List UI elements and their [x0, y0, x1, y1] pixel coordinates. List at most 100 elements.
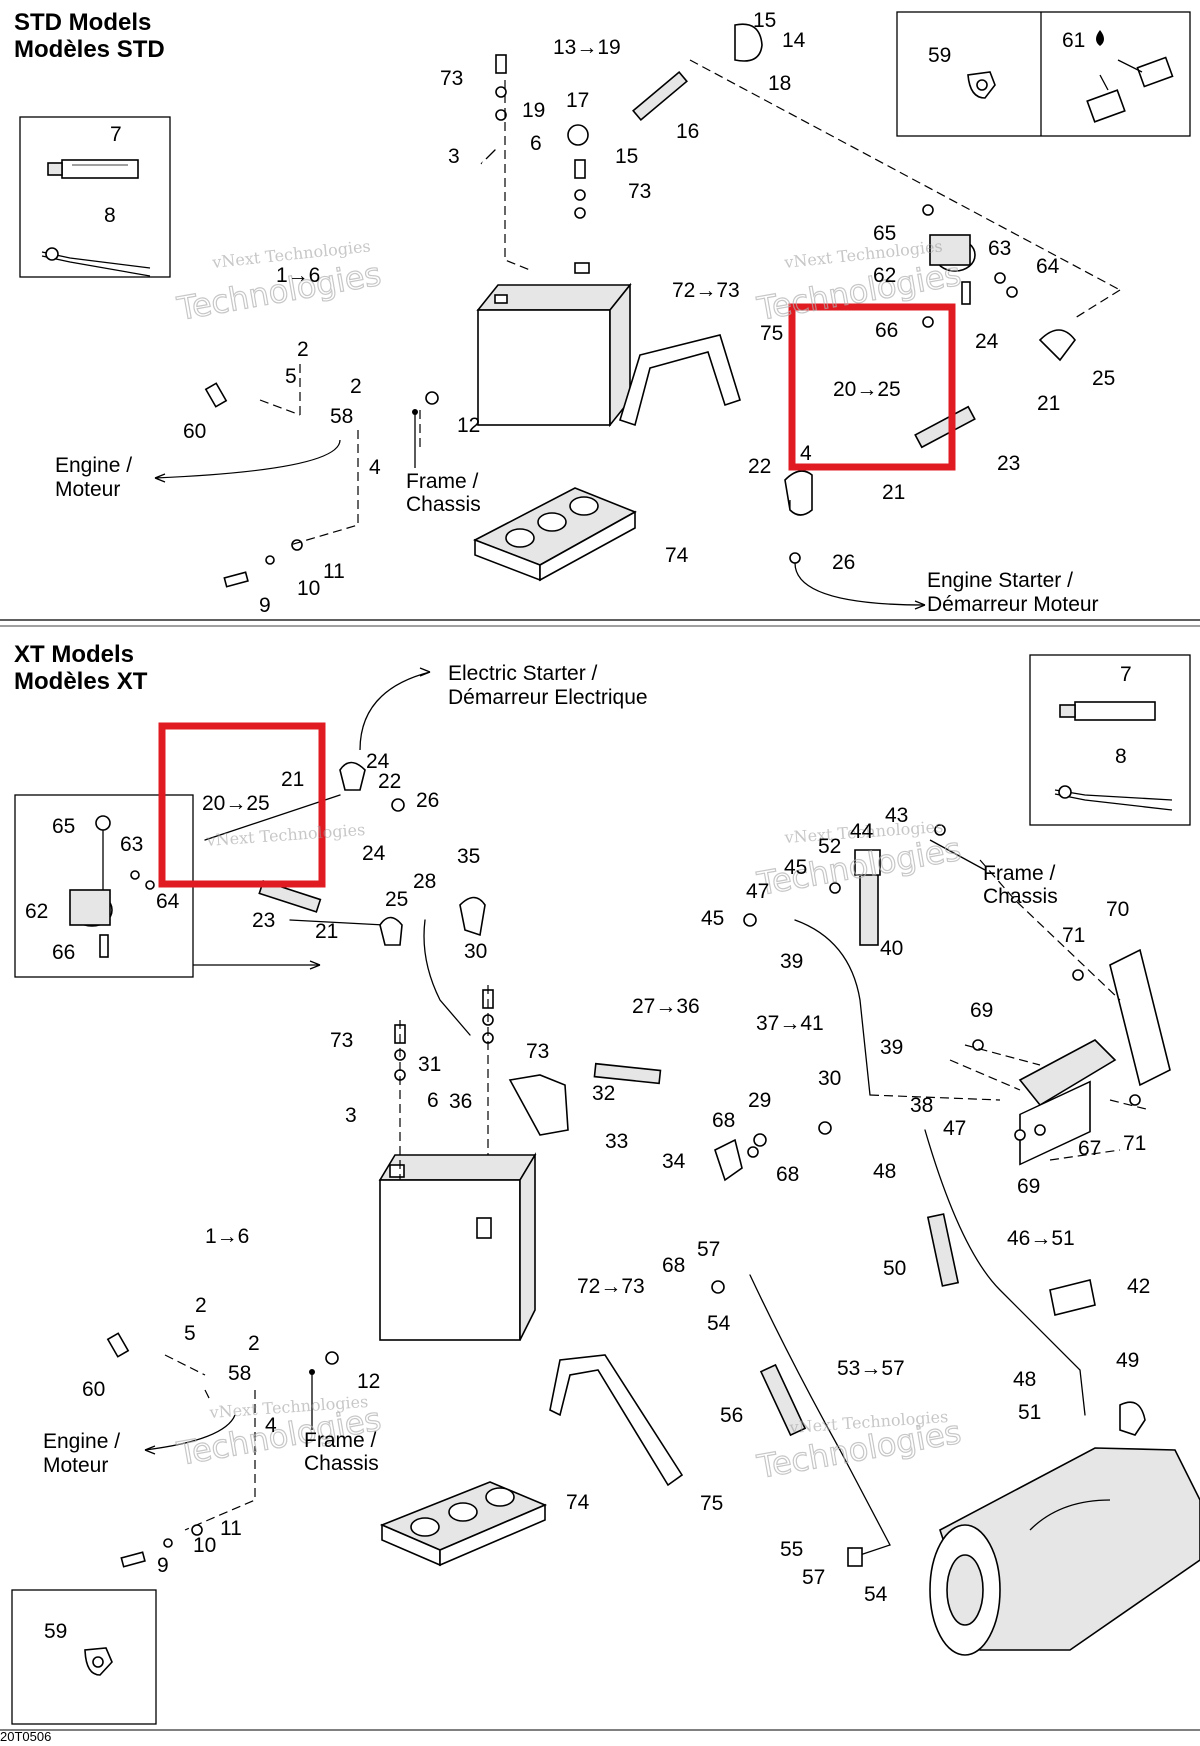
heat-shrink-23 [914, 405, 976, 449]
callout: 5 [184, 1322, 196, 1345]
callout: 73 [628, 180, 651, 203]
callout: 60 [183, 420, 206, 443]
callout: 39 [780, 950, 803, 973]
callout: 62 [25, 900, 48, 923]
callout: 58 [330, 405, 353, 428]
callout: 49 [1116, 1349, 1139, 1372]
callout: 75 [760, 322, 783, 345]
callout: 74 [665, 544, 689, 567]
battery-xt [378, 1152, 537, 1341]
watermark-text: vNext Technologies [205, 820, 366, 850]
callout: 14 [782, 29, 806, 52]
tools-inset-box-xt [1029, 654, 1191, 826]
callout: 10 [193, 1534, 216, 1557]
heat-shrink-50 [926, 1213, 960, 1287]
highlight-box-xt [158, 722, 326, 888]
battery-std [476, 262, 632, 428]
battery-tray-std [473, 487, 637, 582]
callout: 54 [707, 1312, 731, 1335]
callout: 20→25 [202, 792, 270, 815]
callout: 27→36 [632, 995, 700, 1018]
callout: 33 [605, 1130, 628, 1153]
clip-42 [1049, 1279, 1096, 1316]
callout: 71 [1123, 1132, 1146, 1155]
route-label-frame: Frame / [983, 862, 1056, 885]
leader-battery [504, 80, 531, 271]
callout: 22 [378, 770, 401, 793]
callout: 51 [1018, 1401, 1041, 1424]
callout: 34 [662, 1150, 686, 1173]
battery-tray-xt [379, 1481, 548, 1567]
callout: 36 [449, 1090, 472, 1113]
route-label-frame: Chassis [406, 493, 481, 516]
callout: 15 [753, 9, 776, 32]
cable-21-xt [289, 919, 386, 926]
callout: 10 [297, 577, 320, 600]
callout: 24 [362, 842, 386, 865]
callout: 73 [330, 1029, 353, 1052]
callout: 1→6 [276, 264, 320, 287]
xt-title-en: XT Models [14, 641, 135, 668]
callout: 13→19 [553, 36, 621, 59]
callout: 65 [873, 222, 896, 245]
callout: 8 [104, 204, 116, 227]
route-label-electric-starter: Electric Starter / [448, 662, 598, 685]
callout: 37→41 [756, 1012, 824, 1035]
xt-title-fr: Modèles XT [14, 668, 148, 695]
terminal-boot-17 [567, 124, 589, 146]
crimping-pliers-icon-xt [1054, 785, 1173, 811]
cable-37-xt [794, 919, 871, 1096]
callout: 6 [427, 1089, 439, 1112]
callout: 62 [873, 264, 896, 287]
callout: 46→51 [1007, 1227, 1075, 1250]
callout: 4 [800, 442, 812, 465]
figure-code: 20T0506 [0, 1729, 51, 1741]
terminal-boot-25 [1038, 329, 1077, 362]
dielectric-drop-icon [1096, 30, 1104, 46]
callout: 72→73 [577, 1275, 645, 1298]
callout: 24 [366, 750, 390, 773]
route-label-engine: Moteur [43, 1454, 108, 1477]
starter-motor [929, 1447, 1200, 1656]
std-route-labels: Engine / Moteur Frame / Chassis Engine S… [55, 454, 1099, 616]
battery-strap-xt [549, 1354, 684, 1487]
xt-callouts: 7 8 24 21 22 20→25 26 65 63 62 64 66 24 … [25, 663, 1150, 1643]
callout: 23 [997, 452, 1020, 475]
callout: 20→25 [833, 378, 901, 401]
solenoid-std [922, 204, 976, 272]
crimping-pliers-icon [41, 247, 151, 277]
callout: 53→57 [837, 1357, 905, 1380]
route-label-frame: Chassis [304, 1452, 379, 1475]
callout: 47 [943, 1117, 966, 1140]
route-label-frame: Chassis [983, 885, 1058, 908]
terminal-boot-14 [734, 23, 763, 62]
callout: 72→73 [672, 279, 740, 302]
callout: 44 [850, 820, 874, 843]
callout: 39 [880, 1036, 903, 1059]
callout: 4 [265, 1414, 277, 1437]
callout: 2 [195, 1294, 207, 1317]
route-label-starter: Engine Starter / [927, 569, 1073, 592]
connector-inset-box [896, 11, 1191, 137]
route-electric-starter [359, 671, 431, 751]
cable-46-xt [924, 1129, 1086, 1416]
callout: 24 [975, 330, 999, 353]
callout: 47 [746, 880, 769, 903]
xt-section [11, 654, 1200, 1725]
callout: 9 [157, 1554, 169, 1577]
grease-tube-icon-xt [1059, 701, 1156, 721]
cable-53-xt [749, 1274, 891, 1556]
callout: 42 [1127, 1275, 1150, 1298]
callout: 56 [720, 1404, 743, 1427]
callout: 18 [768, 72, 791, 95]
callout: 4 [369, 456, 381, 479]
xt-route-labels: Electric Starter / Démarreur Electrique … [43, 662, 1058, 1477]
route-engine-xt [144, 1414, 236, 1451]
boot-22-xt [339, 761, 366, 791]
callout: 2 [248, 1332, 260, 1355]
callout: 19 [522, 99, 545, 122]
callout: 23 [252, 909, 275, 932]
callout: 57 [802, 1566, 825, 1589]
